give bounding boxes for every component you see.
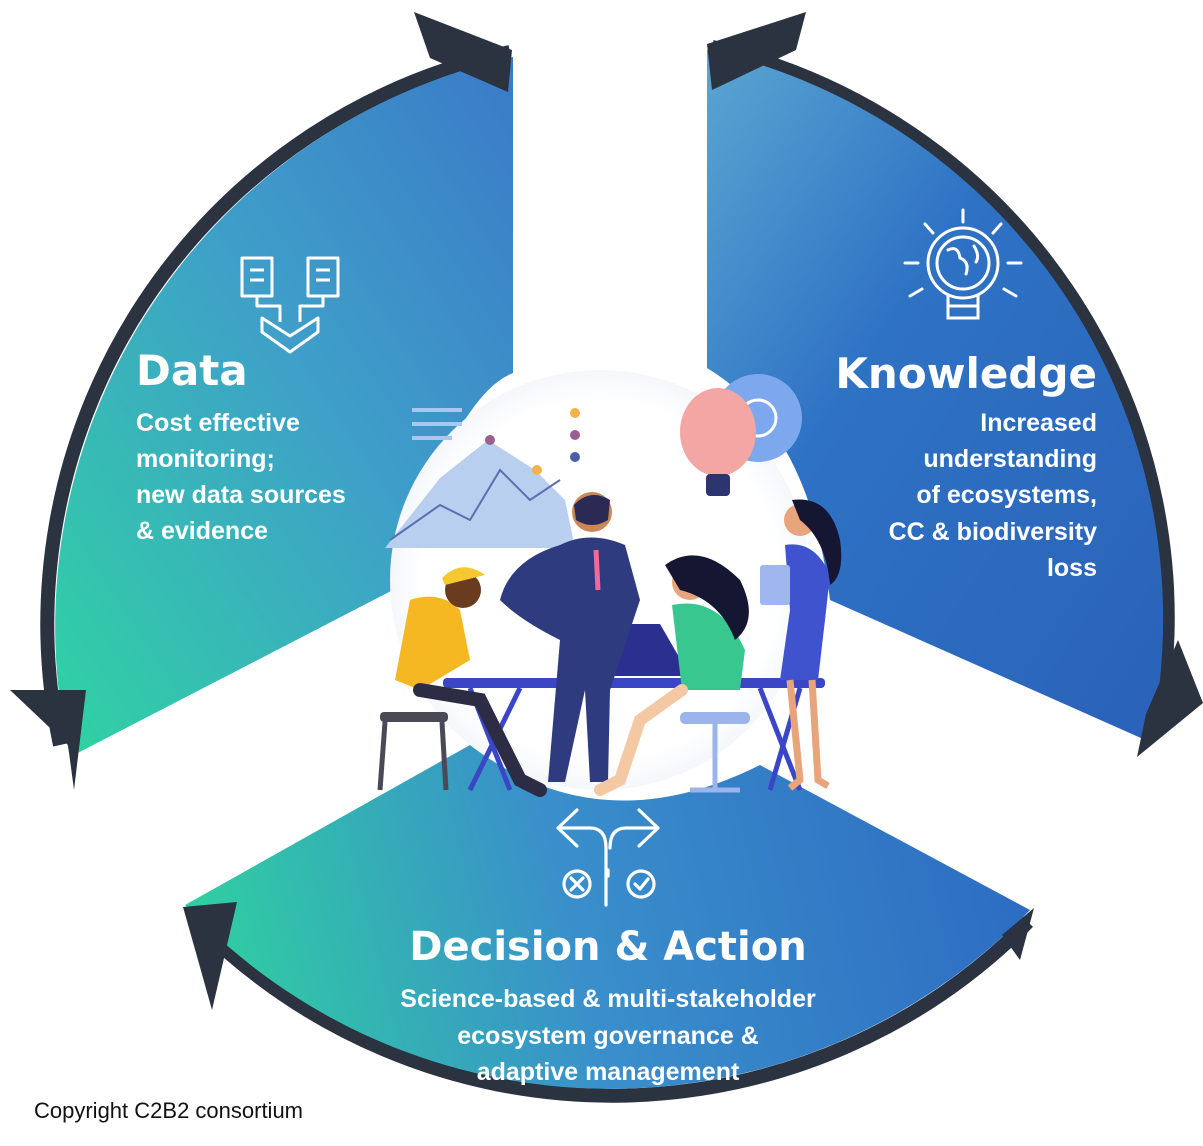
knowledge-title: Knowledge: [835, 349, 1097, 398]
segment-knowledge: [707, 50, 1164, 742]
data-line-3: new data sources: [136, 481, 346, 509]
arrow-head-top-left: [414, 12, 512, 92]
illustration-woman-seated: [672, 603, 745, 690]
knowledge-line-3: of ecosystems,: [916, 481, 1097, 509]
decision-title: Decision & Action: [409, 924, 806, 970]
segment-decision: [185, 745, 1030, 1089]
team-meeting-illustration: [377, 374, 842, 797]
knowledge-line-2: understanding: [923, 445, 1097, 473]
arrow-head-bottom-left: [183, 902, 237, 1010]
illustration-dots: [485, 408, 580, 475]
knowledge-line-4: CC & biodiversity: [889, 518, 1097, 546]
arrow-head-top-right: [707, 12, 806, 90]
rim-knowledge: [710, 40, 1175, 714]
arrow-head-left: [10, 690, 86, 790]
decision-line-3: adaptive management: [477, 1058, 740, 1086]
illustration-mountains: [385, 440, 575, 548]
segment-data: [55, 57, 513, 757]
decision-line-2: ecosystem governance &: [457, 1022, 759, 1050]
data-line-2: monitoring;: [136, 445, 275, 473]
rim-decision: [197, 917, 1033, 1103]
copyright-text: Copyright C2B2 consortium: [34, 1098, 304, 1123]
illustration-table: [443, 678, 825, 688]
data-line-4: & evidence: [136, 517, 268, 545]
data-transfer-icon: [240, 256, 340, 354]
lightbulb-globe-icon: [903, 208, 1023, 320]
illustration-bulb: [680, 388, 756, 476]
ring-outline: [40, 40, 1175, 1103]
rim-data: [40, 45, 512, 747]
arrow-head-right: [1137, 640, 1203, 757]
arrow-head-bottom-right: [1002, 908, 1034, 960]
illustration-woman-standing: [780, 544, 830, 680]
decision-arrows-icon: [556, 808, 660, 907]
illustration-trend-line: [389, 468, 561, 541]
arrow-heads: [10, 12, 1203, 1010]
knowledge-line-5: loss: [1047, 554, 1097, 582]
data-line-1: Cost effective: [136, 409, 300, 437]
data-title: Data: [136, 346, 248, 395]
illustration-man: [500, 537, 640, 782]
illustration-worker: [395, 596, 470, 690]
knowledge-line-1: Increased: [980, 409, 1097, 437]
illustration-lines: [412, 408, 462, 440]
decision-line-1: Science-based & multi-stakeholder: [400, 985, 816, 1013]
